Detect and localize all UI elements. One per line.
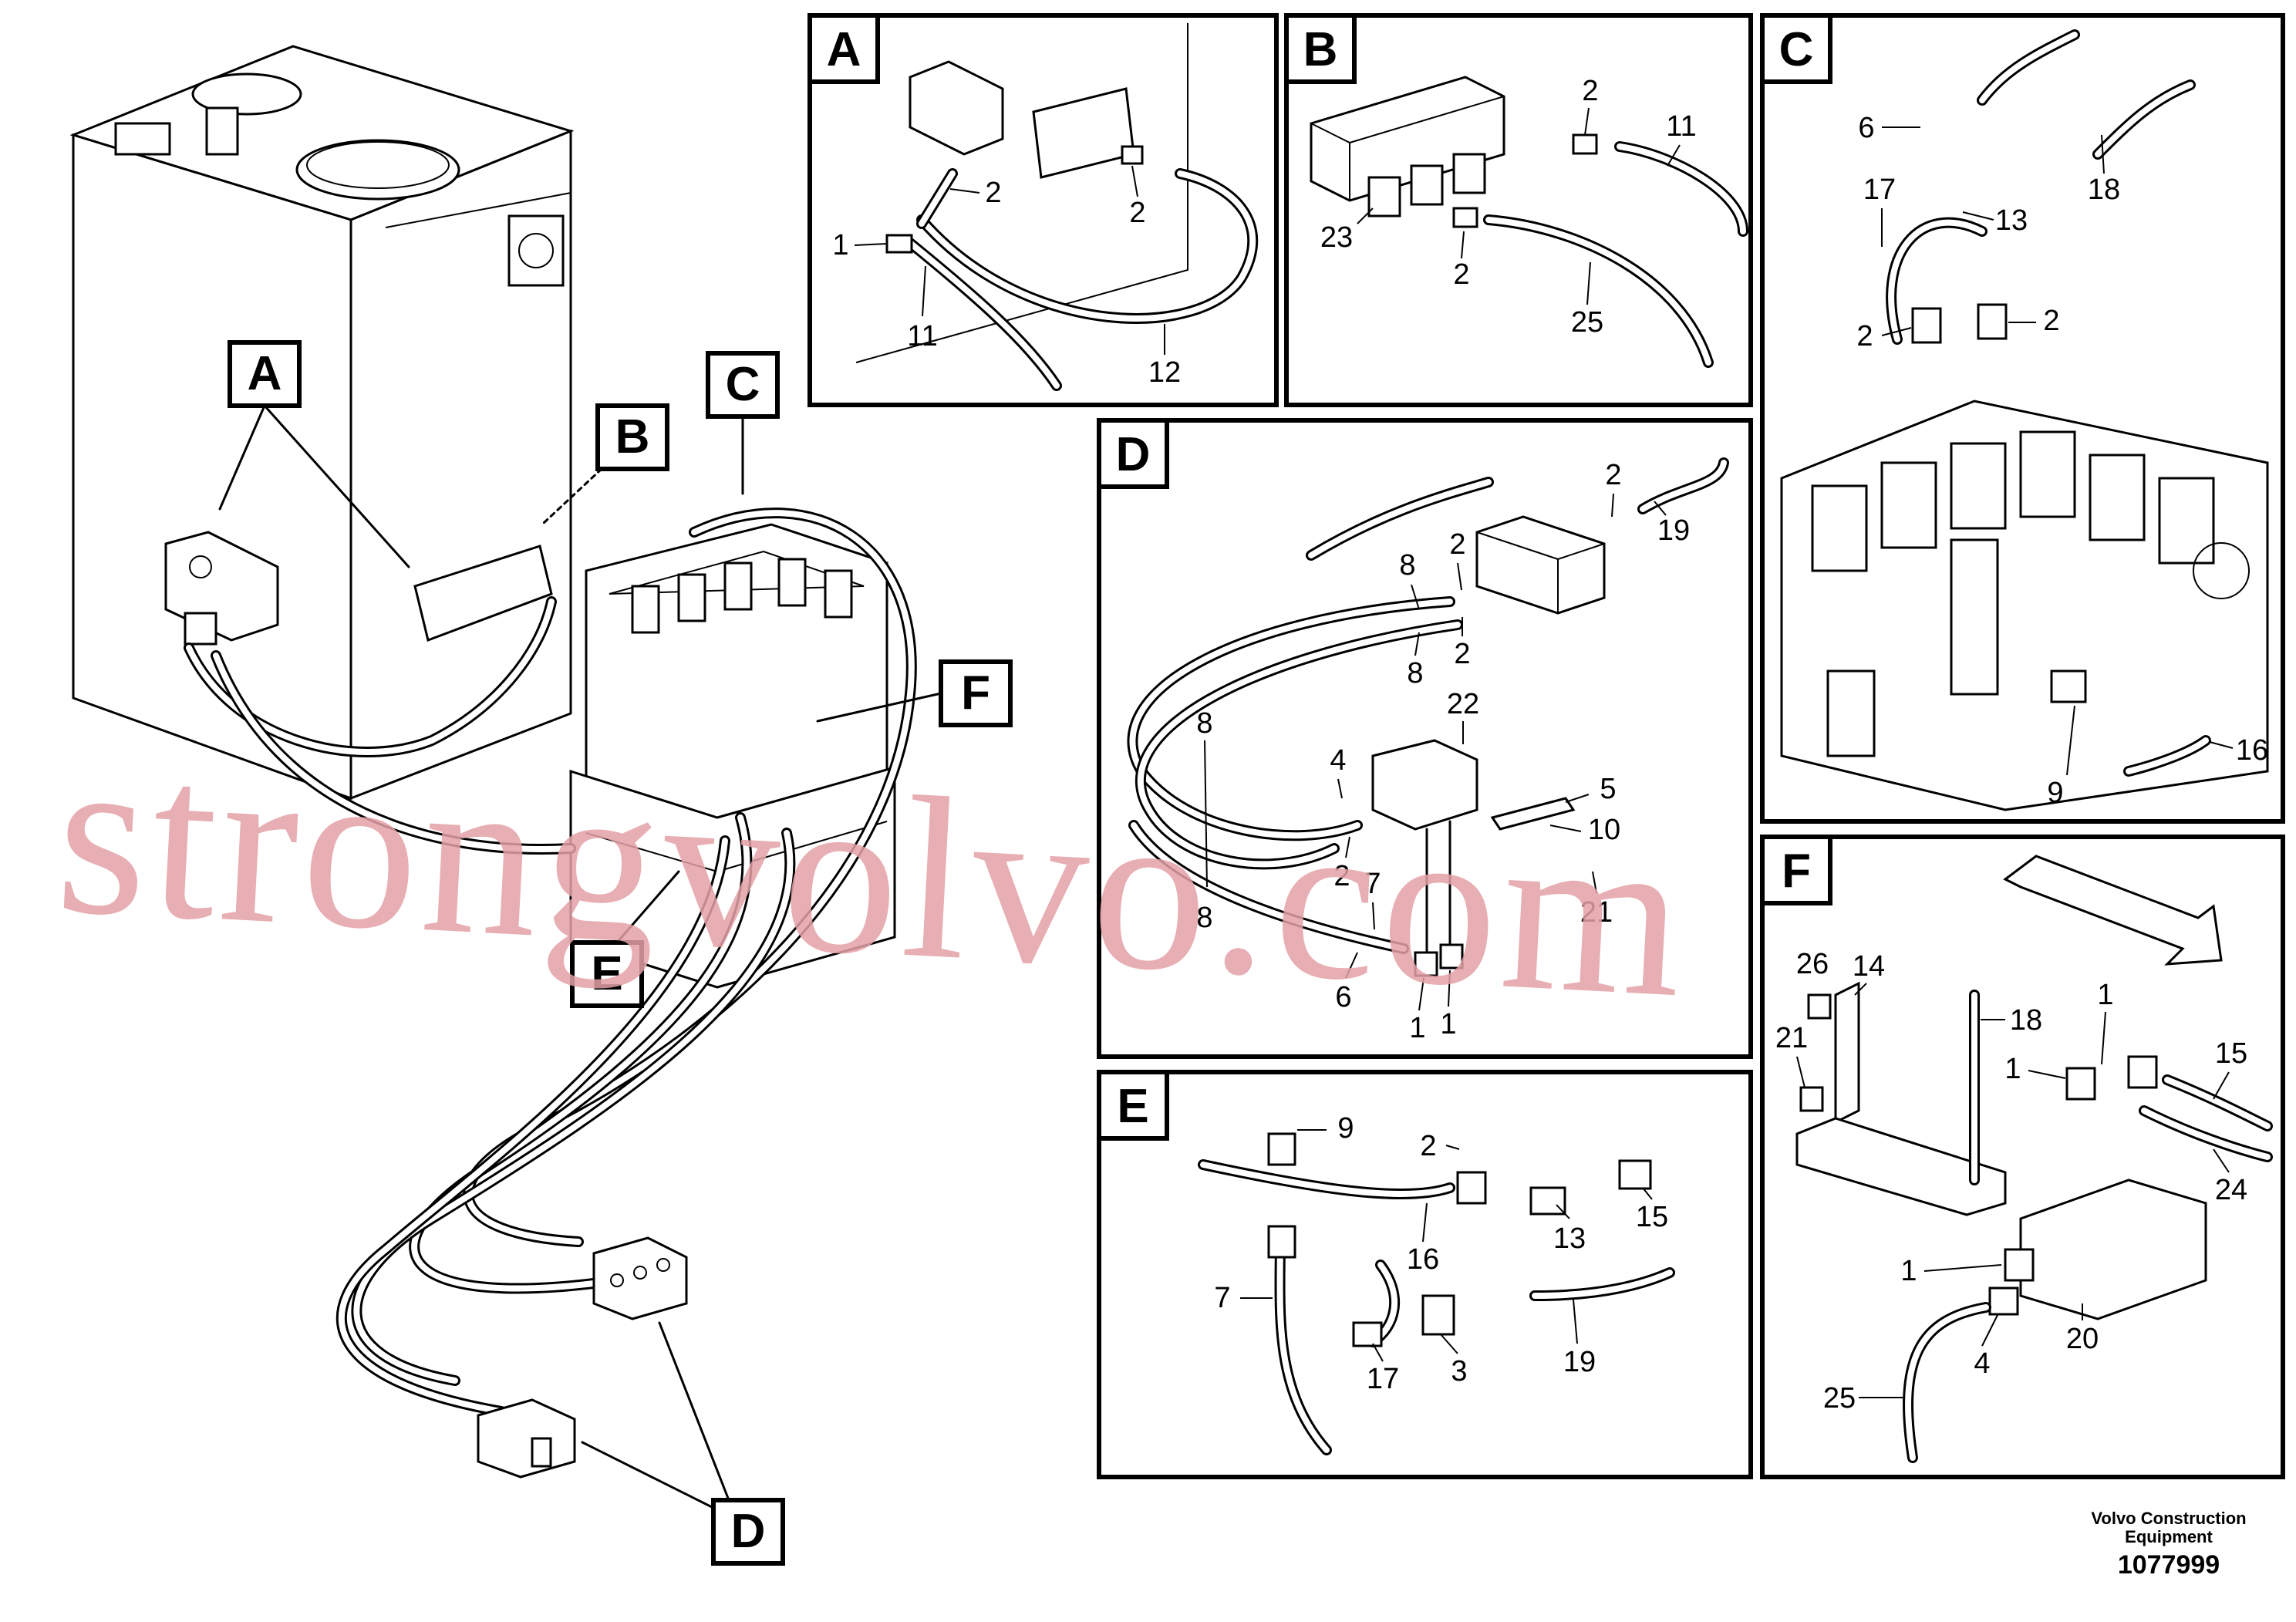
panel-E: E 9 2 13 15 16 7 17 3 19	[1097, 1070, 1753, 1479]
part-callout-number: 8	[1399, 549, 1415, 582]
footer: Volvo Construction Equipment 1077999	[2091, 1509, 2246, 1580]
view-letter: B	[1303, 23, 1338, 76]
part-callout-number: 13	[1553, 1222, 1586, 1255]
part-callout-number: 1	[1900, 1255, 1917, 1287]
view-letter: D	[1116, 428, 1151, 481]
part-callout-number: 1	[832, 229, 848, 261]
part-callout-number: 2	[1129, 197, 1145, 229]
part-callout-number: 1	[2004, 1053, 2021, 1085]
part-callout-number: 2	[1453, 258, 1469, 291]
part-callout-number: 25	[1571, 306, 1603, 339]
part-callout-number: 16	[2236, 734, 2268, 767]
part-callout-number: 20	[2066, 1323, 2099, 1355]
view-letter: E	[591, 947, 622, 1000]
part-callout-number: 2	[1333, 860, 1350, 892]
part-callout-number: 1	[2097, 979, 2113, 1011]
callout-C[interactable]: C	[706, 351, 780, 495]
part-callout-number: 1	[1409, 1012, 1425, 1044]
view-letter: C	[1779, 23, 1814, 76]
part-callout-number: 21	[1775, 1022, 1808, 1054]
panel-B: B 2 11 23 2 25	[1284, 13, 1753, 407]
part-callout-number: 8	[1196, 707, 1212, 740]
part-callout-number: 11	[1666, 110, 1696, 143]
callout-B[interactable]: B	[542, 403, 669, 524]
part-callout-number: 9	[1337, 1112, 1354, 1145]
part-callout-number: 18	[2088, 174, 2120, 206]
hydraulic-tank	[69, 45, 575, 801]
view-letter: A	[248, 347, 282, 400]
pilot-valve	[164, 531, 553, 646]
part-callout-number: 13	[1995, 204, 2028, 237]
part-callout-number: 6	[1335, 981, 1351, 1013]
part-callout-number: 21	[1580, 896, 1613, 929]
part-callout-number: 24	[2215, 1174, 2247, 1206]
part-callout-number: 23	[1320, 221, 1353, 254]
part-callout-number: 16	[1407, 1243, 1439, 1276]
part-callout-number: 17	[1367, 1363, 1399, 1395]
part-callout-number: 8	[1196, 902, 1212, 934]
part-callout-number: 9	[2047, 777, 2063, 809]
part-callout-number: 10	[1588, 814, 1620, 846]
part-callout-number: 15	[1636, 1201, 1668, 1233]
part-callout-number: 25	[1823, 1382, 1856, 1415]
part-callout-number: 14	[1853, 950, 1885, 983]
part-callout-number: 8	[1407, 657, 1423, 690]
view-letter: D	[731, 1505, 766, 1558]
part-callout-number: 4	[1974, 1347, 1990, 1380]
callout-F[interactable]: F	[816, 659, 1013, 727]
view-letter: F	[961, 666, 990, 720]
part-callout-number: 2	[1420, 1130, 1436, 1162]
footer-company-line2: Equipment	[2125, 1527, 2213, 1546]
callout-A[interactable]: A	[218, 340, 410, 568]
main-callouts: A B C E F	[218, 340, 1013, 1566]
view-letter: F	[1782, 845, 1811, 898]
part-callout-number: 12	[1148, 356, 1181, 389]
drawing-number: 1077999	[2118, 1550, 2220, 1580]
distribution-block	[592, 1236, 688, 1320]
part-callout-number: 4	[1330, 744, 1346, 777]
part-callout-number: 6	[1858, 112, 1874, 144]
part-callout-number: 11	[907, 320, 937, 352]
part-callout-number: 7	[1364, 868, 1381, 900]
footer-company: Volvo Construction	[2091, 1509, 2246, 1528]
part-callout-number: 15	[2215, 1037, 2247, 1070]
part-callout-number: 2	[1856, 320, 1873, 352]
part-callout-number: 1	[1440, 1008, 1456, 1040]
part-callout-number: 2	[1605, 459, 1621, 491]
main-hoses	[184, 508, 917, 1417]
panel-D: D 2 19 2 8 2 8 8 22 4	[1097, 418, 1753, 1059]
part-callout-number: 17	[1863, 174, 1896, 206]
part-callout-number: 2	[2043, 305, 2059, 337]
part-callout-number: 26	[1796, 948, 1829, 980]
view-letter: C	[726, 358, 760, 411]
control-valve	[569, 523, 896, 989]
part-callout-number: 2	[1582, 75, 1598, 107]
view-letter: B	[615, 410, 650, 464]
view-letter: E	[1117, 1080, 1148, 1133]
view-letter: A	[827, 23, 861, 76]
panel-F: F 26 14 1 18 21 1 15 24 1 4	[1760, 835, 2285, 1479]
callout-D[interactable]: D	[581, 1321, 785, 1566]
panel-A: A 2 2 1 11 12	[807, 13, 1279, 407]
part-callout-number: 2	[985, 177, 1001, 209]
part-callout-number: 3	[1451, 1355, 1467, 1388]
panel-C: C 6 18 17 13 2 2 9 16	[1760, 13, 2285, 824]
main-assembly: A B C E F	[69, 45, 1013, 1566]
part-callout-number: 19	[1563, 1346, 1596, 1378]
direction-arrow-icon	[2003, 855, 2223, 966]
part-callout-number: 19	[1657, 514, 1690, 547]
bottom-valve	[477, 1398, 576, 1479]
part-callout-number: 22	[1447, 688, 1479, 720]
part-callout-number: 7	[1214, 1282, 1230, 1314]
part-callout-number: 2	[1454, 638, 1470, 670]
part-callout-number: 5	[1600, 773, 1616, 805]
part-callout-number: 18	[2010, 1004, 2042, 1037]
callout-E[interactable]: E	[570, 870, 680, 1008]
part-callout-number: 2	[1449, 528, 1465, 561]
